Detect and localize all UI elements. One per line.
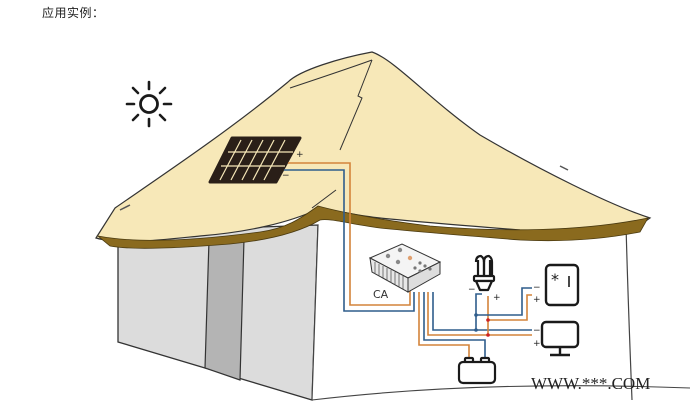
fridge-negative-wire: [476, 287, 532, 316]
fridge-minus-label: −: [533, 283, 541, 293]
panel-negative-wire: [284, 169, 415, 312]
panel-wires: [284, 162, 415, 312]
ground-line: [311, 385, 691, 401]
controller-icon: [368, 243, 442, 293]
wall-corner-line: [311, 224, 319, 401]
svg-text:*: *: [551, 270, 559, 289]
panel-plus-label: +: [296, 150, 304, 160]
lamp-negative-wire: [475, 293, 482, 330]
controller-label: CA: [373, 288, 389, 301]
load-positive-wire: [427, 292, 532, 336]
junction-dots: [474, 313, 490, 337]
monitor-plus-label: +: [533, 339, 541, 349]
monitor-minus-label: −: [533, 326, 541, 336]
battery-positive-wire: [418, 292, 470, 359]
panel-minus-label: −: [282, 171, 290, 181]
wall-right-edge: [625, 224, 633, 401]
fridge-icon: *: [544, 263, 580, 307]
fridge-positive-wire: [488, 294, 532, 321]
load-wires: [418, 287, 532, 359]
panel-positive-wire: [288, 162, 411, 306]
door: [204, 238, 245, 381]
battery-icon: [457, 356, 497, 385]
watermark: WWW.***.COM: [531, 374, 650, 393]
monitor-icon: [540, 320, 580, 357]
lamp-minus-label: −: [468, 285, 476, 295]
lamp-plus-label: +: [493, 293, 501, 303]
page-heading: 应用实例：: [42, 6, 105, 20]
solar-panel-icon: [208, 136, 302, 184]
fridge-plus-label: +: [533, 295, 541, 305]
battery-negative-wire: [423, 292, 486, 359]
cfl-bulb-icon: [472, 254, 496, 292]
thatched-roof: [95, 51, 652, 249]
load-negative-wire: [432, 292, 532, 331]
sun-icon: [125, 80, 173, 128]
